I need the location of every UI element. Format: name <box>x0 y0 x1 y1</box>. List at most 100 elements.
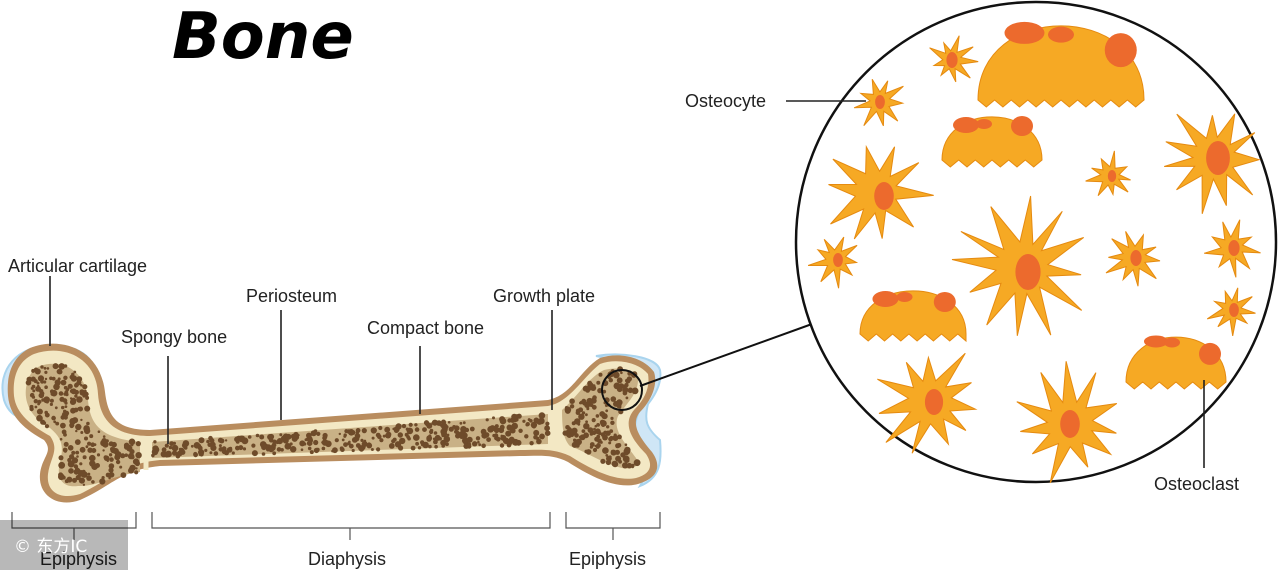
spongy-pore <box>315 447 320 452</box>
spongy-pore <box>499 417 507 425</box>
spongy-pore <box>134 470 139 475</box>
spongy-pore <box>624 443 628 447</box>
spongy-pore <box>81 469 86 474</box>
spongy-pore <box>574 418 581 425</box>
spongy-pore <box>462 421 466 425</box>
spongy-pore <box>464 434 468 437</box>
spongy-pore <box>135 441 141 447</box>
spongy-pore <box>535 431 540 436</box>
spongy-pore <box>589 403 594 408</box>
spongy-pore <box>271 442 277 448</box>
spongy-pore <box>622 390 628 396</box>
osteocyte-nucleus <box>924 389 944 415</box>
spongy-pore <box>36 381 40 385</box>
spongy-pore <box>529 441 534 446</box>
spongy-pore <box>392 437 397 442</box>
spongy-pore <box>80 418 83 422</box>
spongy-pore <box>608 455 612 459</box>
spongy-pore <box>198 437 205 444</box>
spongy-pore <box>44 370 48 374</box>
spongy-pore <box>208 435 213 441</box>
spongy-pore <box>331 449 334 453</box>
osteoclast-nucleus <box>1048 26 1074 43</box>
spongy-pore <box>477 440 480 444</box>
spongy-pore <box>599 440 603 444</box>
spongy-pore <box>598 372 603 377</box>
osteocyte-nucleus <box>1229 303 1239 317</box>
spongy-pore <box>60 379 67 386</box>
spongy-pore <box>76 396 83 403</box>
spongy-pore <box>489 425 496 432</box>
leader-lines <box>49 100 1205 468</box>
spongy-pore <box>569 398 575 405</box>
zoom-connector <box>639 323 813 387</box>
spongy-pore <box>285 433 292 440</box>
spongy-pore <box>447 421 451 424</box>
spongy-pore <box>486 437 491 442</box>
spongy-pore <box>82 455 87 460</box>
spongy-pore <box>67 445 74 451</box>
spongy-pore <box>564 406 569 410</box>
spongy-pore <box>193 451 198 457</box>
spongy-pore <box>36 408 43 415</box>
spongy-pore <box>351 448 355 453</box>
spongy-pore <box>455 430 460 435</box>
magnified-area-marker <box>601 369 643 411</box>
label-diaphysis: Diaphysis <box>308 549 386 569</box>
spongy-pore <box>569 404 575 409</box>
spongy-pore <box>105 472 111 478</box>
bone-cells-layer <box>807 21 1261 484</box>
spongy-pore <box>67 460 75 468</box>
spongy-pore <box>89 455 95 461</box>
spongy-pore <box>43 366 47 370</box>
spongy-pore <box>52 363 59 370</box>
spongy-pore <box>86 475 92 481</box>
spongy-pore <box>506 424 513 431</box>
spongy-pore <box>290 433 296 439</box>
spongy-pore <box>348 440 351 444</box>
spongy-pore <box>544 430 551 437</box>
spongy-pore <box>443 435 451 443</box>
spongy-pore <box>115 459 121 465</box>
spongy-pore <box>475 436 481 441</box>
spongy-pore <box>85 445 89 449</box>
spongy-pore <box>36 414 43 422</box>
spongy-pore <box>182 440 190 447</box>
spongy-pore <box>562 430 568 436</box>
spongy-pore <box>606 425 610 429</box>
spongy-pore <box>34 368 41 375</box>
spongy-pore <box>58 455 64 461</box>
spongy-pore <box>343 433 347 437</box>
spongy-pore <box>422 441 429 449</box>
spongy-pore <box>397 432 403 438</box>
spongy-pore <box>545 421 550 426</box>
spongy-pore <box>120 472 127 478</box>
spongy-pore <box>384 426 391 433</box>
spongy-pore <box>622 462 629 469</box>
spongy-pore <box>518 428 523 433</box>
spongy-pore <box>406 427 414 435</box>
spongy-pore <box>108 472 115 478</box>
spongy-pore <box>599 419 606 425</box>
spongy-pore <box>544 425 550 432</box>
spongy-pore <box>624 382 629 388</box>
spongy-pore <box>163 451 170 458</box>
spongy-pore <box>309 450 314 455</box>
spongy-pore <box>56 368 62 375</box>
spongy-pore <box>103 455 108 460</box>
spongy-pore <box>40 365 44 369</box>
spongy-pore <box>608 378 613 383</box>
spongy-pore <box>153 440 157 444</box>
spongy-pore <box>594 428 601 435</box>
spongy-pore <box>218 447 224 452</box>
spongy-pore <box>280 448 284 452</box>
spongy-pore <box>441 433 445 438</box>
spongy-pore <box>44 424 50 429</box>
spongy-pore <box>238 435 245 442</box>
spongy-pore <box>605 409 609 413</box>
spongy-pore <box>495 436 501 442</box>
spongy-pore <box>89 460 96 467</box>
spongy-pore <box>96 453 101 457</box>
bracket-diaphysis <box>151 512 551 540</box>
spongy-pore <box>462 437 469 444</box>
